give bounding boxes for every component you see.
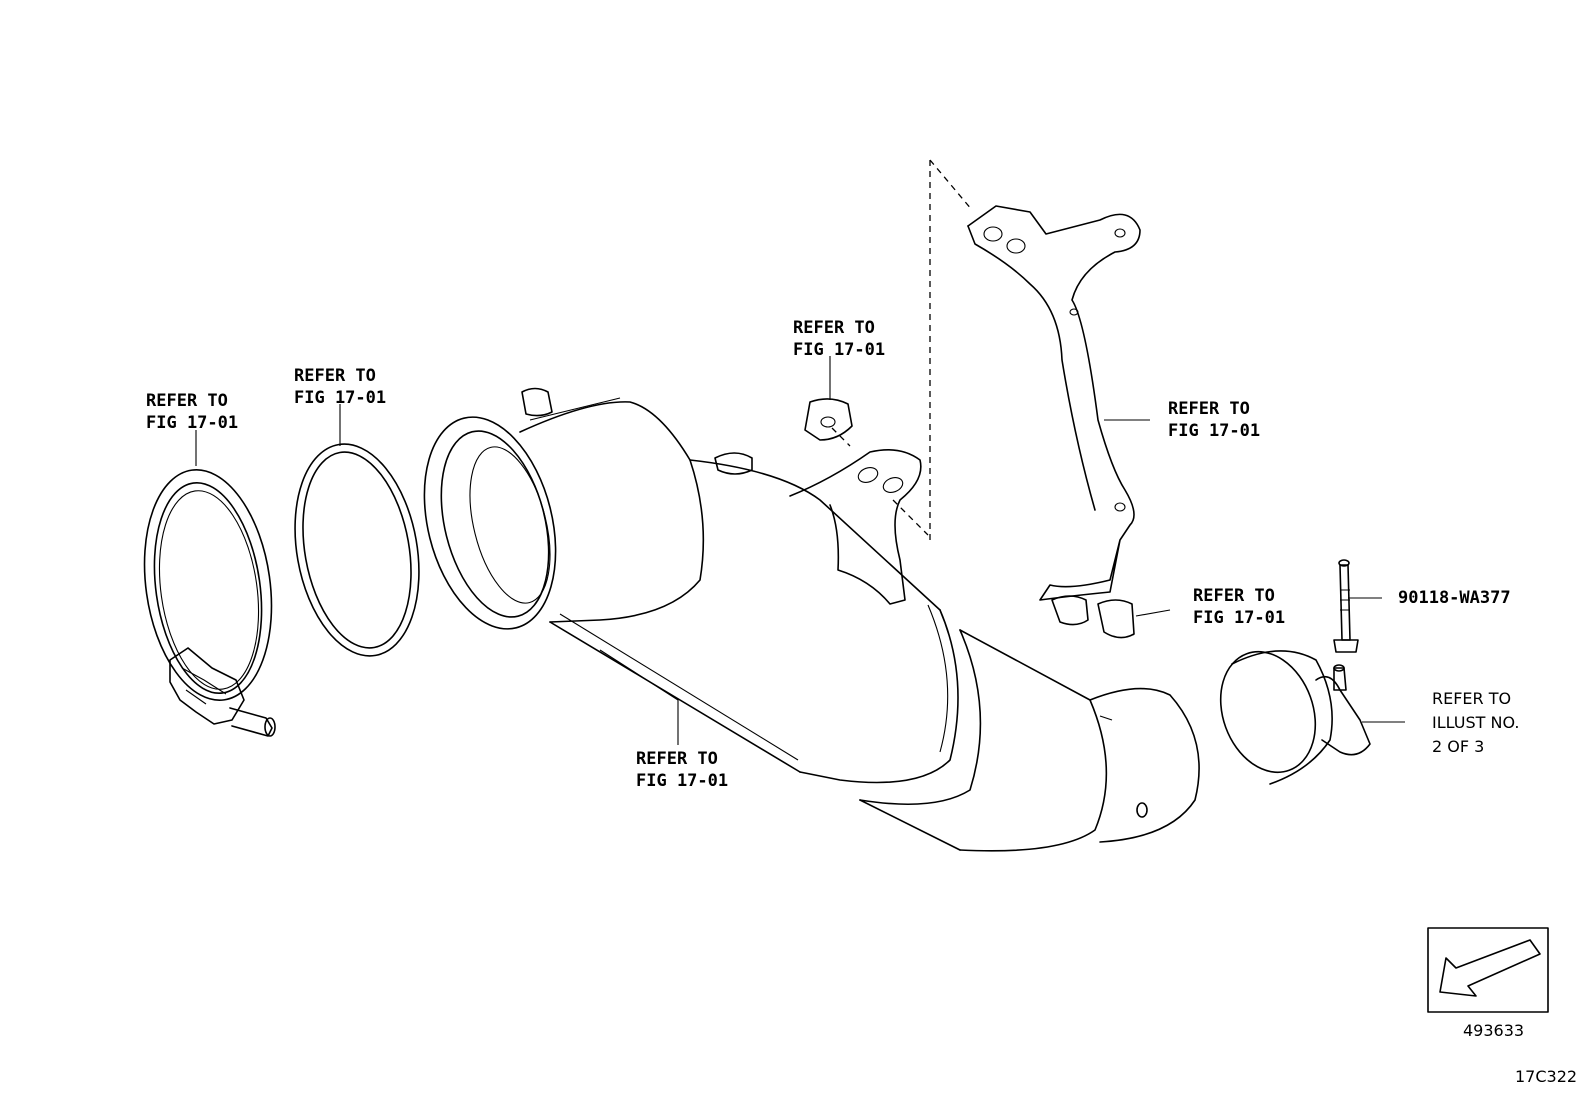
clips [1051,595,1135,639]
ring-label-1: REFER TO [294,366,376,386]
left-clamp [143,469,276,737]
o-ring [294,443,420,657]
bolt-part-label: 90118-WA377 [1398,588,1511,608]
illust-label-3: 2 OF 3 [1432,737,1484,756]
converter-bracket [789,449,922,605]
bracket-label-2: FIG 17-01 [1168,421,1260,441]
right-clamp [1219,650,1371,785]
converter-label-2: FIG 17-01 [636,771,728,791]
upper-bracket [967,205,1141,601]
dashed-mount-lines [831,159,973,540]
nav-box-frame[interactable] [1427,927,1549,1013]
illust-label-2: ILLUST NO. [1432,713,1519,732]
nav-box-number: 493633 [1463,1021,1524,1040]
nav-box[interactable]: 493633 [1427,927,1549,1040]
clamp-left-label-1: REFER TO [146,391,228,411]
washer-label-1: REFER TO [793,318,875,338]
clamp-left-label-2: FIG 17-01 [146,413,238,433]
washer-label-2: FIG 17-01 [793,340,885,360]
bracket-label-1: REFER TO [1168,399,1250,419]
arrow-down-left-icon [1439,939,1541,997]
illust-label-1: REFER TO [1432,689,1511,708]
catalytic-converter [423,387,1200,852]
converter-label-1: REFER TO [636,749,718,769]
callout-labels: REFER TO FIG 17-01 REFER TO FIG 17-01 RE… [146,318,1519,791]
ring-label-2: FIG 17-01 [294,388,386,408]
clips-label-1: REFER TO [1193,586,1275,606]
figure-code: 17C322 [1515,1067,1577,1086]
washer [804,398,853,441]
leader-lines [195,356,1405,745]
bolt [1333,559,1359,653]
clips-label-2: FIG 17-01 [1193,608,1285,628]
